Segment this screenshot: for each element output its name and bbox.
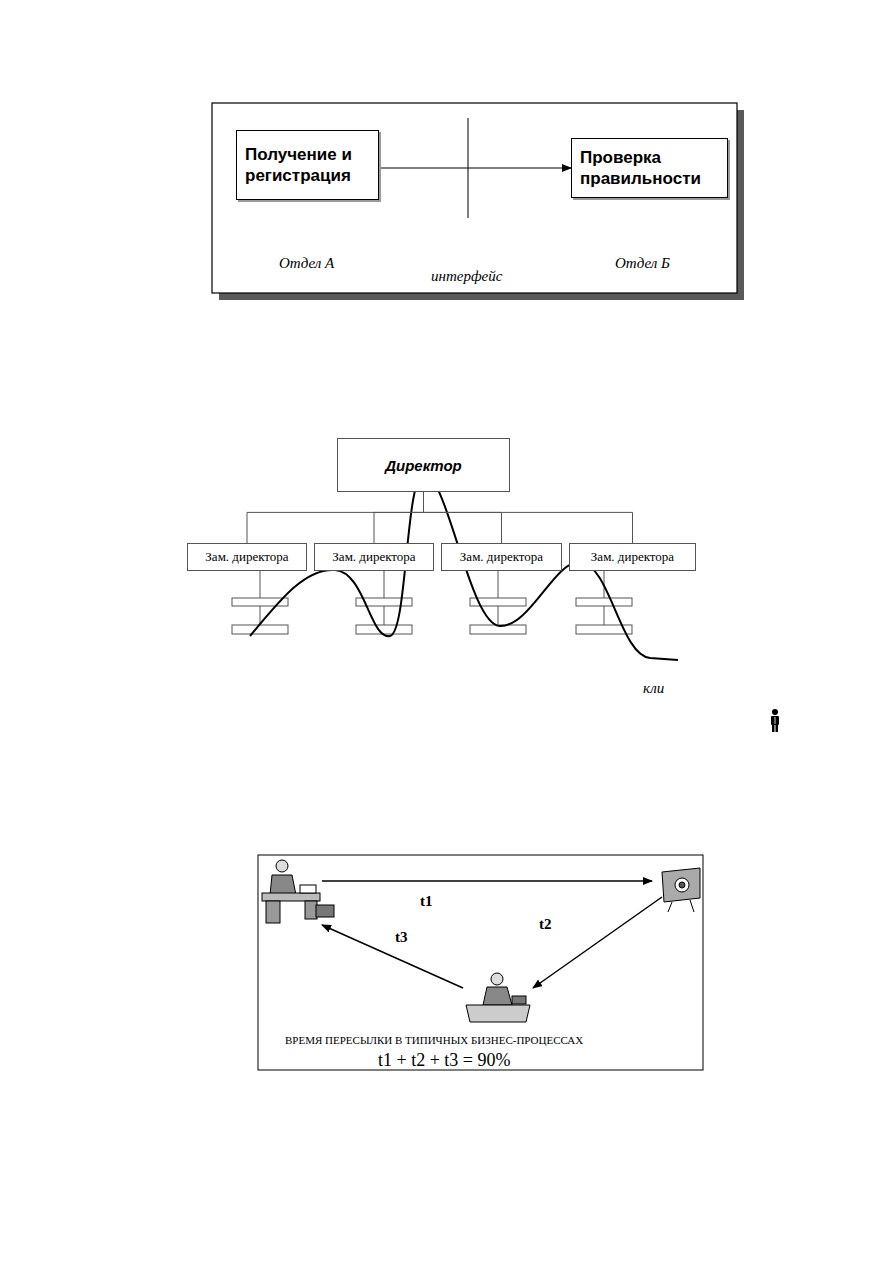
director-box: Директор — [337, 438, 510, 492]
node-text: Проверка правильности — [580, 147, 719, 189]
flow-arrow — [379, 168, 571, 169]
frame — [212, 103, 737, 293]
sub-units — [232, 571, 632, 634]
org-connector — [374, 492, 424, 543]
formula-text: t1 + t2 + t3 = 90% — [378, 1050, 510, 1071]
interface-label: интерфейс — [428, 268, 505, 285]
node-text: Директор — [385, 457, 462, 474]
caption-text: ВРЕМЯ ПЕРЕСЫЛКИ В ТИПИЧНЫХ БИЗНЕС-ПРОЦЕС… — [285, 1034, 583, 1046]
client-label: кли — [640, 680, 667, 697]
node-text: Зам. директора — [332, 549, 415, 565]
department-label: Отдел А — [276, 255, 337, 272]
department-label: Отдел Б — [612, 255, 673, 272]
clerk-icon — [262, 860, 334, 923]
deputy-box: Зам. директора — [314, 543, 434, 571]
org-connector — [247, 492, 424, 543]
time-label: t3 — [395, 929, 408, 946]
node-text: Зам. директора — [205, 549, 288, 565]
client-icon — [771, 709, 779, 732]
deputy-box: Зам. директора — [187, 543, 307, 571]
org-connector — [424, 492, 633, 543]
process-box: Проверка правильности — [571, 138, 728, 198]
node-text: Зам. директора — [460, 549, 543, 565]
deputy-box: Зам. директора — [441, 543, 562, 571]
org-connector — [424, 492, 502, 543]
deputy-box: Зам. директора — [569, 543, 696, 571]
flow-arrows — [322, 881, 662, 988]
time-label: t2 — [539, 916, 552, 933]
time-label: t1 — [420, 893, 433, 910]
node-text: Зам. директора — [591, 549, 674, 565]
node-text: Получение и регистрация — [245, 144, 370, 186]
fax-icon — [662, 868, 700, 912]
frame — [258, 855, 703, 1070]
operator-icon — [466, 973, 530, 1022]
process-box: Получение и регистрация — [236, 130, 379, 200]
